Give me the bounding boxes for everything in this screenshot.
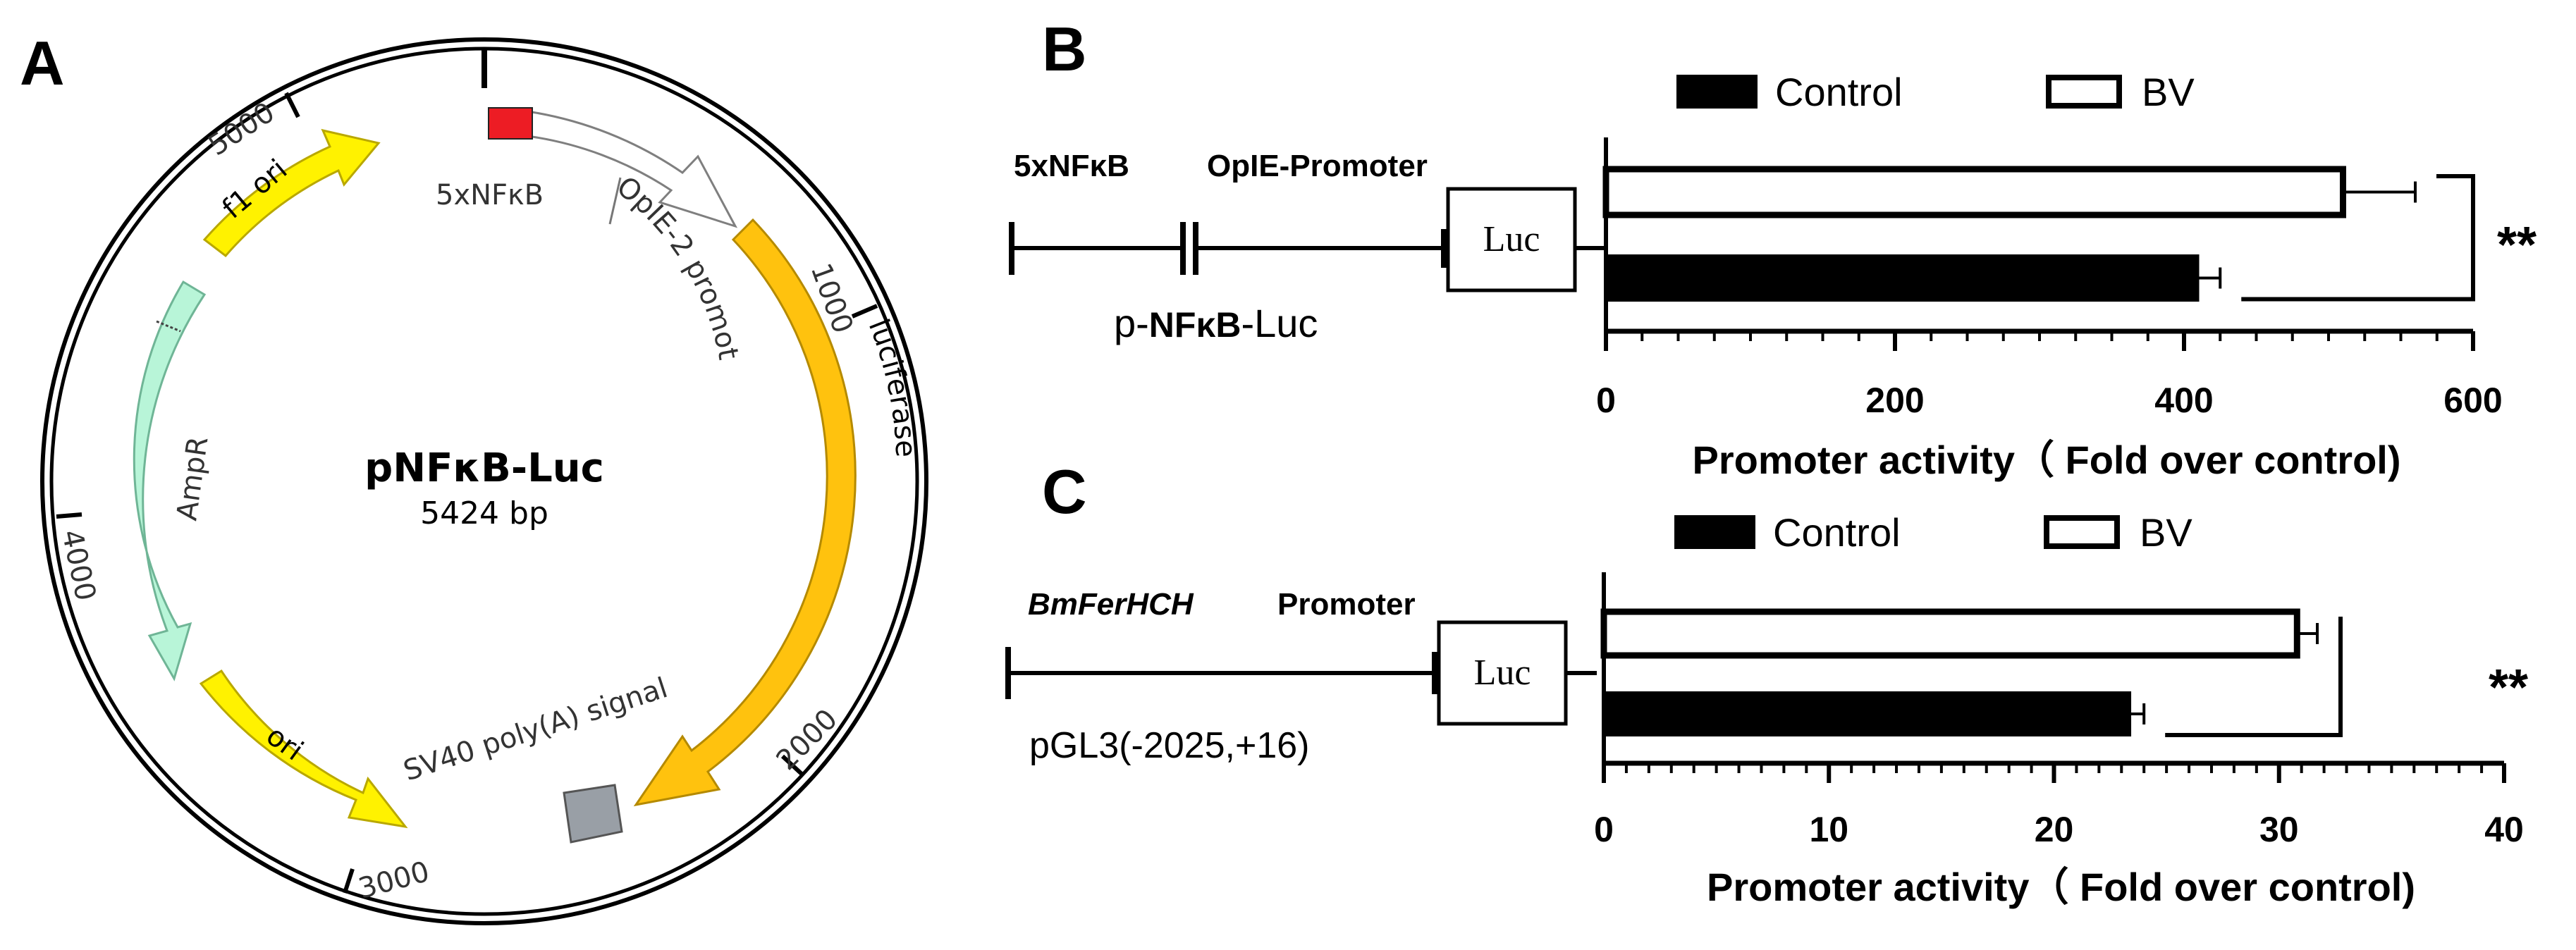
sv40-polya-box [563, 784, 623, 844]
ampr-dotted-marker [156, 320, 181, 333]
construct-b: Luc 5xNFκB OpIE-Promoter p-NFκB-Luc [1009, 149, 1604, 345]
nfkb-element [488, 107, 533, 140]
legend-swatch-control [1676, 75, 1758, 109]
tick-3000 [343, 868, 355, 894]
panel-label-a: A [20, 28, 65, 98]
x-axis-label: Promoter activity（ Fold over control) [1707, 865, 2415, 909]
x-tick-label: 0 [1596, 381, 1616, 420]
x-tick-label: 0 [1594, 810, 1614, 849]
x-axis-label: Promoter activity（ Fold over control) [1692, 438, 2400, 482]
tick-1000 [851, 304, 878, 319]
legend-label-bv: BV [2140, 510, 2192, 555]
x-tick-label: 40 [2484, 810, 2524, 849]
construct-c-promoter-label: Promoter [1277, 587, 1416, 622]
plasmid-ring-inner [49, 47, 919, 916]
legend-label-bv: BV [2142, 70, 2195, 114]
x-tick-label: 30 [2259, 810, 2299, 849]
ampr-arrow [133, 280, 207, 681]
construct-b-promoter-label: OpIE-Promoter [1207, 149, 1428, 183]
bar-control [1605, 254, 2200, 302]
tick-2000 [780, 754, 804, 776]
plasmid-name: pNFκB-Luc [364, 445, 604, 491]
construct-c-gene-label: BmFerHCH [1028, 587, 1194, 622]
bar-bv [1600, 608, 2300, 659]
f1-ori-arrow [202, 128, 381, 258]
tick-label-3000: 3000 [355, 856, 433, 906]
construct-b-luc-label: Luc [1483, 219, 1540, 259]
construct-c-luc-box [1437, 620, 1568, 726]
tick-4000 [56, 512, 82, 519]
x-tick-label: 20 [2035, 810, 2074, 849]
sv40-label: SV40 poly(A) signal [400, 672, 672, 787]
tick-label-5000: 5000 [202, 96, 280, 162]
construct-b-nfkb-label: 5xNFκB [1014, 149, 1129, 183]
legend-label-control: Control [1775, 70, 1903, 114]
opie2-leader-line [608, 177, 622, 225]
tick-label-4000: 4000 [55, 527, 102, 604]
construct-b-name: p-NFκB-Luc [1114, 301, 1318, 345]
legend-swatch-bv [2046, 75, 2122, 109]
x-tick-label: 10 [1809, 810, 1848, 849]
plasmid-size: 5424 bp [420, 495, 548, 531]
ampr-label: AmpR [171, 435, 214, 523]
construct-c-name: pGL3(-2025,+16) [1029, 725, 1310, 766]
bar-control [1603, 691, 2132, 736]
significance-label: ** [2489, 660, 2528, 716]
x-tick-label: 200 [1865, 381, 1924, 420]
ori-arrow [199, 669, 408, 829]
nfkb-feature-label: 5xNFκB [436, 179, 544, 211]
panel-label-c: C [1042, 457, 1087, 526]
panel-label-b: B [1042, 14, 1087, 84]
plasmid-map: 1000 2000 3000 4000 5000 f1 ori ori AmpR… [0, 0, 928, 925]
bar-bv [1602, 166, 2346, 218]
construct-b-luc-box [1446, 187, 1577, 292]
construct-c: Luc BmFerHCH Promoter pGL3(-2025,+16) [1005, 587, 1597, 766]
x-tick-label: 600 [2443, 381, 2502, 420]
luciferase-arrow [633, 218, 857, 807]
legend-swatch-control [1674, 515, 1755, 549]
significance-bracket [2241, 174, 2475, 302]
legend-swatch-bv [2044, 515, 2120, 549]
legend-label-control: Control [1773, 510, 1901, 555]
tick-5000 [284, 92, 300, 118]
opie2-promoter-arrow [526, 110, 738, 228]
construct-c-luc-label: Luc [1474, 653, 1531, 693]
significance-bracket [2165, 617, 2343, 737]
significance-label: ** [2497, 217, 2537, 273]
luciferase-label: luciferase [862, 315, 922, 458]
x-tick-label: 400 [2154, 381, 2213, 420]
plasmid-ring-outer [40, 37, 928, 925]
